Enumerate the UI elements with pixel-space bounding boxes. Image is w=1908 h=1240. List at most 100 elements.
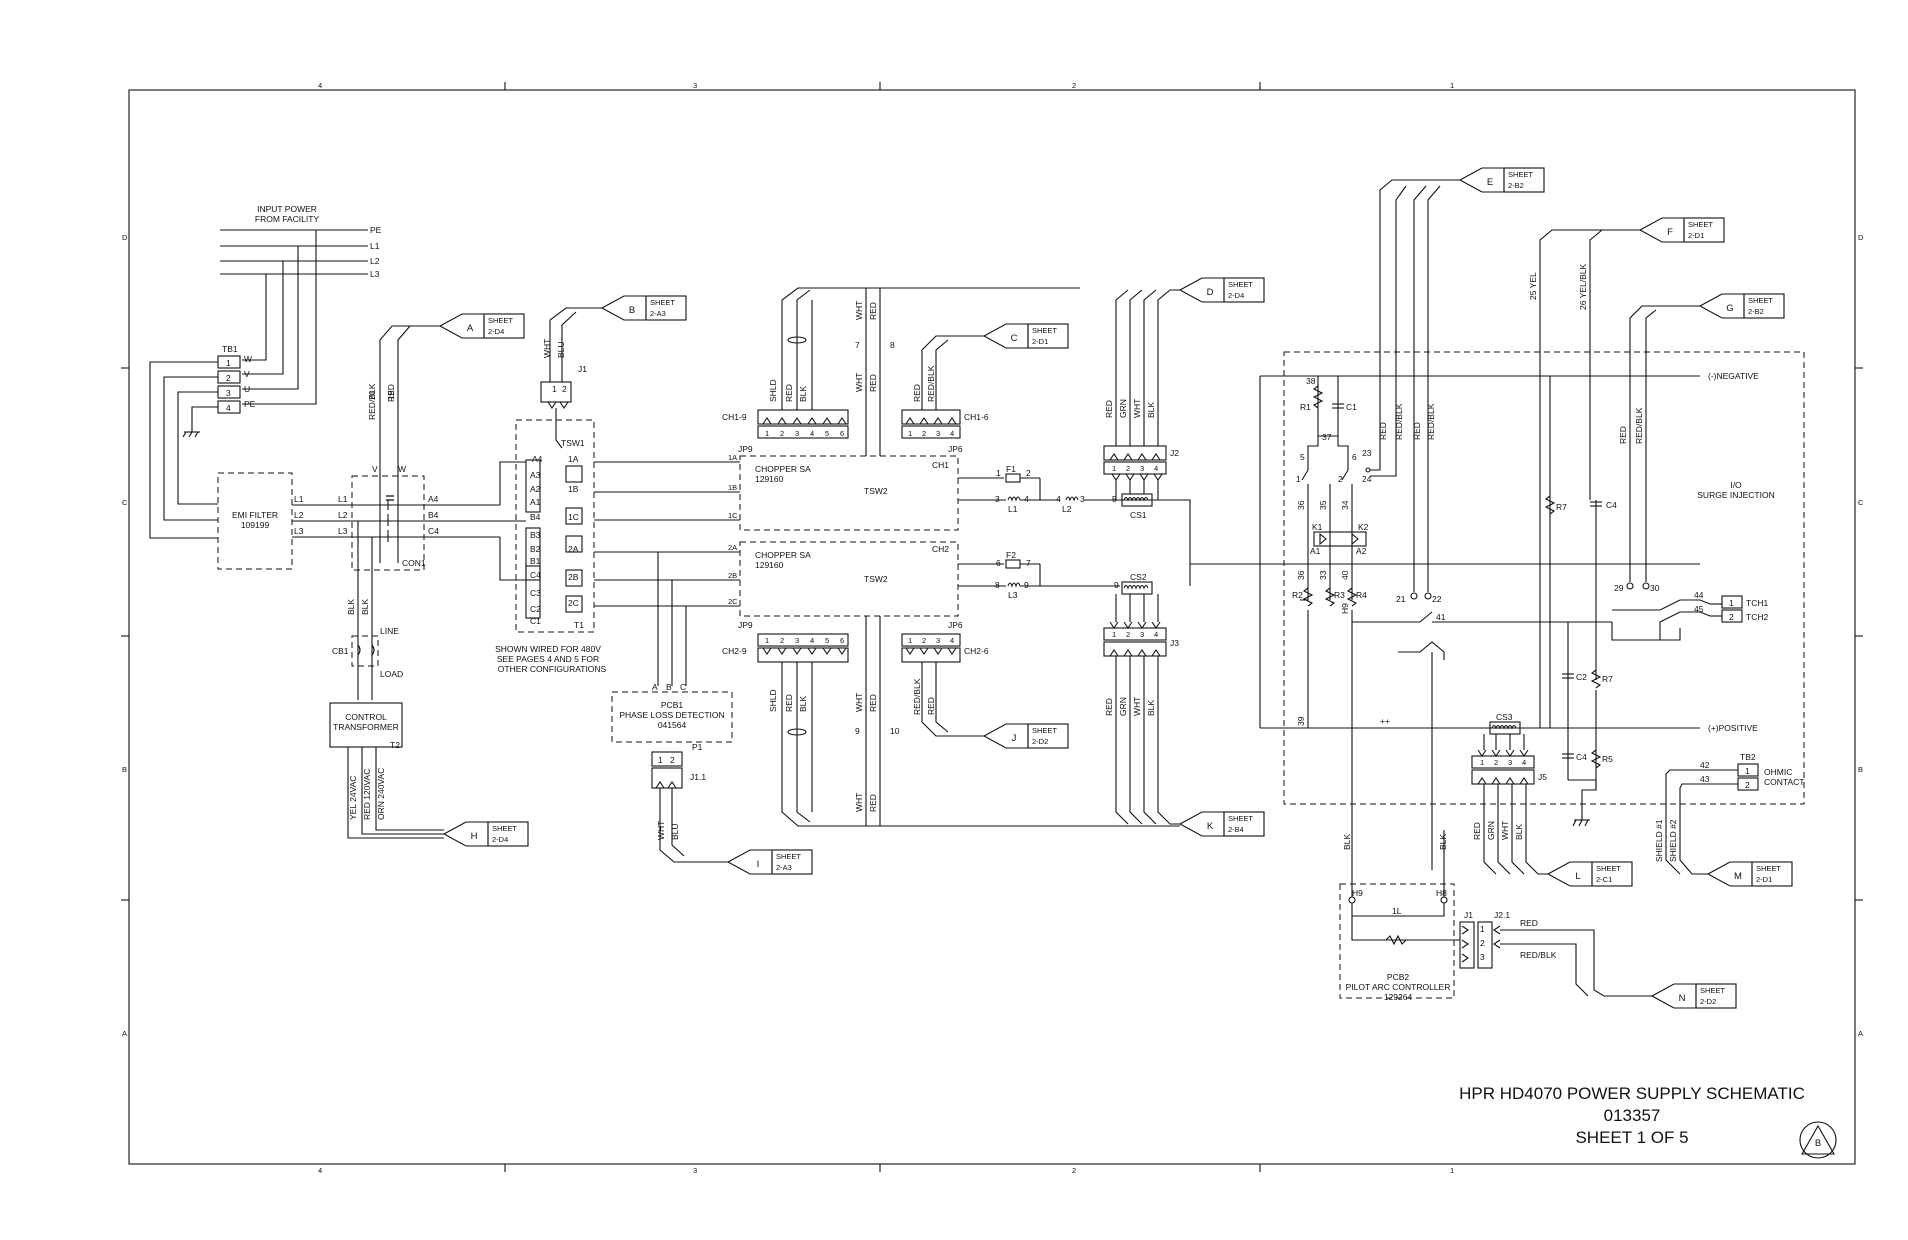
con1-out-label: C4	[428, 526, 439, 536]
chopper-name: CHOPPER SA	[755, 550, 811, 560]
chopper-part: 129160	[755, 474, 784, 484]
pcb1-input: C	[680, 682, 686, 692]
t1-pin: B1	[530, 556, 541, 566]
cb1-load-label: LOAD	[380, 669, 403, 679]
col-label: 2	[1072, 81, 1076, 90]
chopper-1: CHOPPER SA 129160 CH1 JP9 JP6 TSW2 1A 1B…	[722, 287, 1080, 531]
node-label: 6	[1352, 452, 1357, 462]
transformer-label: CONTROL	[345, 712, 387, 722]
cs3-current-sensor: CS3 J5 1 2 3 4 RED GRN WHT BLK	[1471, 712, 1548, 875]
offsheet-arrow	[1178, 811, 1225, 837]
emi-label: L1	[338, 494, 348, 504]
offsheet-arrow	[1706, 861, 1753, 887]
wire-label: RED	[1378, 422, 1388, 440]
pcb1-desc: PHASE LOSS DETECTION	[619, 710, 724, 720]
offsheet-ref-box	[1223, 277, 1265, 303]
node-label: 40	[1340, 570, 1350, 580]
node-label: 44	[1694, 590, 1704, 600]
line-label: L3	[370, 269, 380, 279]
pin: 4	[1154, 630, 1158, 639]
offsheet-ref: 2-D2	[1700, 997, 1716, 1006]
wire-label: WHT	[542, 339, 552, 358]
offsheet-sheet-label: SHEET	[1508, 170, 1533, 179]
con1-out-label: B4	[428, 510, 439, 520]
cs1-label: CS1	[1130, 510, 1147, 520]
cb1-breaker: BLK BLK CB1 LINE LOAD	[332, 521, 403, 700]
pcb2-pin: 3	[1480, 952, 1485, 962]
offsheet-ref: 2-D1	[1756, 875, 1772, 884]
negative-label: (-)NEGATIVE	[1708, 371, 1759, 381]
wire-label: YEL 24VAC	[348, 776, 358, 820]
offsheet-ref-box	[1503, 167, 1545, 193]
wire-label: 25 YEL	[1528, 272, 1538, 300]
cs2-conn: J3	[1170, 638, 1179, 648]
title-line-1: HPR HD4070 POWER SUPPLY SCHEMATIC	[1459, 1084, 1805, 1103]
pin: 2	[780, 429, 784, 438]
node-label: 41	[1436, 612, 1446, 622]
node-label: 34	[1340, 500, 1350, 510]
mag-num: 9	[1024, 580, 1029, 590]
p1-pin: 2	[670, 755, 675, 765]
col-label: 4	[318, 81, 322, 90]
tch-label: TCH1	[1746, 598, 1768, 608]
tb1-pin: 4	[226, 403, 231, 413]
offsheet-letter: B	[629, 305, 635, 316]
wire-label: WHT	[1500, 821, 1510, 840]
col-label: 1	[1450, 81, 1454, 90]
pin: 2	[922, 636, 926, 645]
offsheet-arrow	[600, 295, 647, 321]
offsheet-arrow	[1650, 983, 1697, 1009]
wire-label: RED	[1472, 822, 1482, 840]
tb1-pin-label: PE	[244, 399, 256, 409]
tch-pin: 1	[1729, 598, 1734, 608]
offsheet-ref-box	[1743, 293, 1785, 319]
offsheet-ref: 2-D1	[1688, 231, 1704, 240]
t2-label: T2	[390, 740, 400, 750]
emi-label: L3	[294, 526, 304, 536]
t1-pin: A1	[530, 497, 541, 507]
wire-label: SHIELD #1	[1654, 819, 1664, 862]
wire-label: RED	[1104, 400, 1114, 418]
pin: 1	[765, 636, 769, 645]
offsheet-sheet-label: SHEET	[1032, 326, 1057, 335]
wire-label: BLK	[1514, 824, 1524, 840]
tb1-pin-label: W	[244, 354, 252, 364]
component-label: R7	[1602, 674, 1613, 684]
offsheet-arrow	[1546, 861, 1593, 887]
wire-label: SHIELD #2	[1668, 819, 1678, 862]
wire-label: BLU	[670, 823, 680, 840]
pin: 2	[1126, 630, 1130, 639]
wire-num: 10	[890, 726, 900, 736]
wire-label: RED	[868, 374, 878, 392]
pcb2-inner: 1L	[1392, 906, 1402, 916]
wire-label: WHT	[656, 821, 666, 840]
pin: 3	[936, 429, 940, 438]
wire-label: SHLD	[768, 379, 778, 402]
chopper-in-pin: 2A	[728, 543, 737, 552]
mag-num: 9	[1114, 580, 1119, 590]
emi-label: L2	[294, 510, 304, 520]
col-label: 2	[1072, 1166, 1076, 1175]
wire-label: WHT	[1132, 399, 1142, 418]
pin: 1	[1112, 464, 1116, 473]
mag-num: 7	[1026, 558, 1031, 568]
t1-pin: B4	[530, 512, 541, 522]
offsheet-sheet-label: SHEET	[1228, 814, 1253, 823]
pin: 2	[922, 429, 926, 438]
cs3-label: CS3	[1496, 712, 1513, 722]
chopper-conn: CH1-6	[964, 412, 989, 422]
offsheet-ref: 2-B2	[1508, 181, 1524, 190]
offsheet-letter: F	[1667, 227, 1673, 238]
mag-num: 4	[1024, 494, 1029, 504]
node-label: 42	[1700, 760, 1710, 770]
